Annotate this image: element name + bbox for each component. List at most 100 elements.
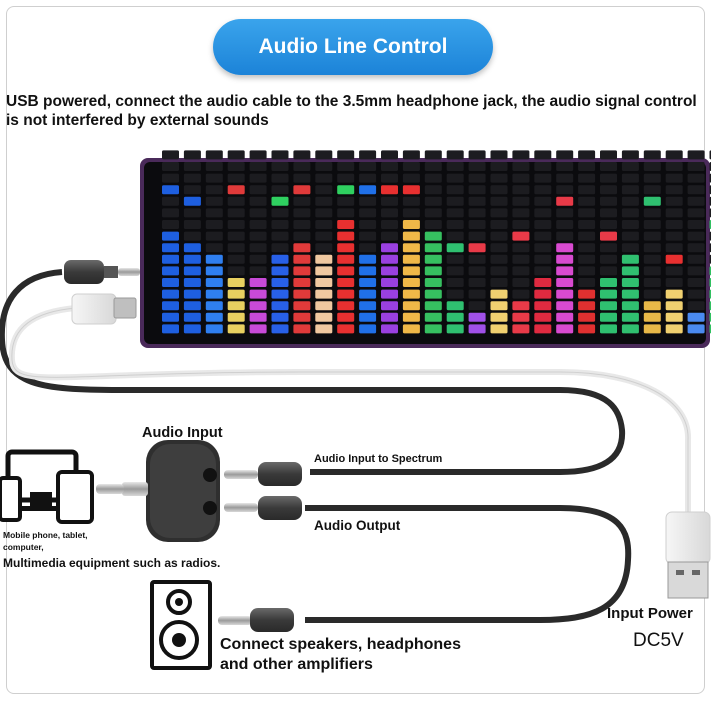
spectrum-segment <box>687 301 705 311</box>
spectrum-segment <box>600 185 617 195</box>
spectrum-segment <box>227 254 245 264</box>
spectrum-segment <box>643 266 661 276</box>
spectrum-segment <box>665 278 683 287</box>
spectrum-segment <box>468 173 486 183</box>
spectrum-segment <box>315 324 333 334</box>
spectrum-segment <box>578 324 596 334</box>
spectrum-segment <box>578 220 596 229</box>
spectrum-segment <box>315 301 333 311</box>
spectrum-segment <box>205 301 223 311</box>
spectrum-segment <box>534 185 552 195</box>
spectrum-segment <box>665 243 683 253</box>
spectrum-segment <box>534 289 552 299</box>
spectrum-segment <box>293 278 311 287</box>
spectrum-segment <box>424 312 442 322</box>
speaker-jack <box>218 608 294 632</box>
spectrum-segment <box>271 173 289 183</box>
spectrum-segment <box>643 301 661 311</box>
spectrum-segment <box>446 173 464 183</box>
spectrum-segment <box>227 266 245 276</box>
spectrum-segment <box>227 312 245 322</box>
spectrum-segment <box>205 208 223 218</box>
spectrum-segment <box>271 150 289 160</box>
spectrum-segment <box>205 254 223 264</box>
spectrum-segment <box>468 254 486 264</box>
spectrum-segment <box>293 162 311 171</box>
spectrum-segment <box>556 278 574 287</box>
spectrum-segment <box>687 312 705 322</box>
spectrum-segment <box>512 150 530 160</box>
spectrum-segment <box>512 254 530 264</box>
label-devices-2: computer, <box>3 542 44 552</box>
spectrum-segment <box>315 208 333 218</box>
spectrum-segment <box>337 231 355 241</box>
spectrum-segment <box>249 162 267 171</box>
spectrum-segment <box>578 289 596 299</box>
spectrum-segment <box>337 150 355 160</box>
spectrum-segment <box>227 231 245 241</box>
spectrum-segment <box>687 266 705 276</box>
spectrum-segment <box>534 312 552 322</box>
spectrum-segment <box>293 196 311 206</box>
spectrum-segment <box>183 243 201 253</box>
spectrum-segment <box>687 324 705 334</box>
spectrum-segment <box>249 231 267 241</box>
spectrum-segment <box>490 243 508 253</box>
spectrum-segment <box>424 173 442 183</box>
spectrum-segment <box>468 289 486 299</box>
spectrum-segment <box>446 289 464 299</box>
spectrum-segment <box>271 220 289 229</box>
spectrum-segment <box>183 208 201 218</box>
spectrum-segment <box>687 220 705 229</box>
spectrum-segment <box>446 231 464 241</box>
spectrum-segment <box>621 196 639 206</box>
spectrum-segment <box>162 266 179 276</box>
spectrum-segment <box>446 266 464 276</box>
label-audio-input: Audio Input <box>142 425 223 441</box>
spectrum-segment <box>381 173 398 183</box>
spectrum-segment <box>600 173 617 183</box>
spectrum-segment <box>490 301 508 311</box>
spectrum-segment <box>359 173 377 183</box>
spectrum-segment <box>687 150 705 160</box>
spectrum-segment <box>600 220 617 229</box>
spectrum-segment <box>271 208 289 218</box>
spectrum-segment <box>490 162 508 171</box>
spectrum-segment <box>183 162 201 171</box>
spectrum-segment <box>337 243 355 253</box>
spectrum-segment <box>315 231 333 241</box>
spectrum-segment <box>424 243 442 253</box>
spectrum-segment <box>490 185 508 195</box>
spectrum-segment <box>402 162 420 171</box>
spectrum-segment <box>468 150 486 160</box>
spectrum-segment <box>687 278 705 287</box>
spectrum-segment <box>402 185 420 195</box>
spectrum-segment <box>512 231 530 241</box>
spectrum-segment <box>556 150 574 160</box>
speaker-cable <box>305 505 632 623</box>
spectrum-segment <box>162 231 179 241</box>
spectrum-segment <box>205 185 223 195</box>
spectrum-segment <box>162 173 179 183</box>
spectrum-segment <box>162 162 179 171</box>
spectrum-segment <box>337 185 355 195</box>
spectrum-segment <box>162 220 179 229</box>
spectrum-segment <box>249 243 267 253</box>
spectrum-segment <box>556 243 574 253</box>
spectrum-segment <box>183 312 201 322</box>
spectrum-segment <box>315 150 333 160</box>
spectrum-segment <box>337 278 355 287</box>
spectrum-segment <box>381 162 398 171</box>
spectrum-segment <box>512 173 530 183</box>
spectrum-segment <box>621 150 639 160</box>
spectrum-segment <box>293 289 311 299</box>
spectrum-segment <box>600 150 617 160</box>
spectrum-segment <box>468 301 486 311</box>
label-voltage: DC5V <box>633 630 684 651</box>
spectrum-segment <box>162 150 179 160</box>
spectrum-segment <box>621 208 639 218</box>
black-audio-cable <box>0 269 626 475</box>
spectrum-segment <box>315 289 333 299</box>
spectrum-segment <box>381 289 398 299</box>
spectrum-segment <box>534 208 552 218</box>
